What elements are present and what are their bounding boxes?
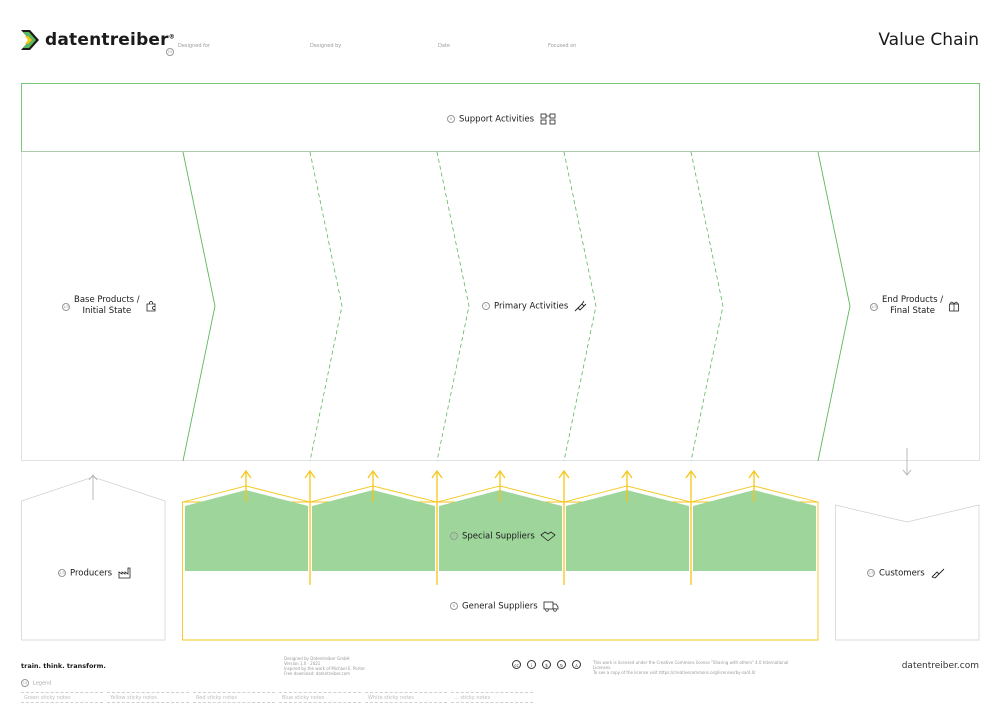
producers-box — [21, 476, 166, 641]
special-suppliers-area — [182, 485, 819, 572]
general-suppliers-label[interactable]: 8 General Suppliers — [450, 600, 559, 612]
cc-icon: cc — [512, 660, 521, 669]
chevron-dashed-4 — [690, 151, 724, 462]
customers-label[interactable]: 1/5 Customers — [867, 567, 946, 579]
support-activities-label[interactable]: 6 Support Activities — [447, 113, 556, 125]
designed-for-field[interactable]: Designed for — [178, 43, 210, 49]
customers-number: 1/5 — [867, 569, 875, 577]
chevron-right-solid — [817, 151, 851, 462]
legend-heading: 15 Legend — [21, 679, 51, 687]
supplier-arrows — [240, 469, 760, 585]
customers-arrow-head — [902, 469, 912, 476]
attribution-icon: i — [527, 660, 536, 669]
support-activities-number: 6 — [447, 115, 455, 123]
credit-line-1: Designed by Datentreiber GmbH — [284, 656, 350, 661]
share-alike-icon: ↻ — [557, 660, 566, 669]
sticky-red[interactable]: Red sticky notes — [193, 692, 275, 703]
sticky-green[interactable]: Green sticky notes — [21, 692, 103, 703]
producers-label[interactable]: 2/5 Producers — [58, 567, 132, 579]
end-products-label[interactable]: 1/5 End Products /Final State — [870, 295, 960, 317]
producers-number: 2/5 — [58, 569, 66, 577]
sticky-white[interactable]: White sticky notes — [365, 692, 447, 703]
puzzle-icon — [146, 300, 156, 311]
end-products-line2: Final State — [890, 306, 935, 316]
end-products-number: 1/5 — [870, 303, 878, 311]
primary-area-frame — [21, 151, 980, 461]
base-products-line1: Base Products / — [74, 295, 140, 305]
sticky-notes-legend: Green sticky notes Yellow sticky notes R… — [21, 692, 533, 703]
focused-on-field[interactable]: Focused on — [548, 43, 577, 49]
support-activities-text: Support Activities — [459, 114, 535, 125]
chevron-dashed-2 — [436, 151, 470, 462]
credit-line-2: Version 1.0 · 2021 — [284, 661, 321, 666]
chevron-dashed-3 — [563, 151, 597, 462]
base-products-line2: Initial State — [82, 306, 132, 316]
license-line-1: This work is licensed under the Creative… — [593, 660, 789, 670]
sticky-other[interactable]: ... sticky notes — [451, 692, 533, 703]
customers-box — [835, 504, 980, 641]
end-products-line1: End Products / — [882, 295, 944, 305]
logo-arrow-icon — [21, 30, 39, 50]
producers-arrow-head — [88, 474, 98, 481]
primary-activities-number: 5 — [482, 302, 490, 310]
org-chart-icon — [540, 113, 556, 125]
sticky-blue[interactable]: Blue sticky notes — [279, 692, 361, 703]
special-suppliers-text: Special Suppliers — [462, 531, 535, 542]
license-line-2[interactable]: To see a copy of the license visit https… — [593, 670, 756, 675]
handshake-icon — [540, 531, 557, 541]
legend-label: Legend — [33, 680, 52, 687]
plug-icon — [574, 300, 587, 312]
credit-line-4[interactable]: Free download: datentreiber.com — [284, 671, 351, 676]
designed-by-field[interactable]: Designed by — [310, 43, 342, 49]
factory-icon — [118, 567, 131, 579]
datentreiber-logo — [21, 30, 43, 54]
primary-activities-label[interactable]: 5 Primary Activities — [482, 300, 587, 312]
page-title: Value Chain — [878, 30, 979, 50]
gift-icon — [949, 301, 960, 311]
website-link[interactable]: datentreiber.com — [901, 661, 979, 671]
special-suppliers-number: 7 — [450, 532, 458, 540]
handshake-hands-icon — [932, 568, 945, 579]
customers-text: Customers — [879, 568, 925, 579]
general-suppliers-number: 8 — [450, 602, 458, 610]
brand-registered: ® — [168, 33, 175, 41]
chevron-dashed-1 — [309, 151, 343, 462]
tagline: train. think. transform. — [21, 662, 106, 670]
legend-number: 15 — [21, 679, 29, 687]
base-products-label[interactable]: 1/5 Base Products /Initial State — [62, 295, 157, 317]
general-suppliers-text: General Suppliers — [462, 601, 538, 612]
date-field[interactable]: Date — [438, 43, 450, 49]
brand-name: datentreiber — [45, 30, 169, 50]
noncommercial-icon: $ — [542, 660, 551, 669]
base-products-number: 1/5 — [62, 303, 70, 311]
truck-icon — [543, 601, 559, 612]
designed-for-number: 15 — [166, 47, 174, 56]
primary-activities-text: Primary Activities — [494, 301, 569, 312]
chevron-left-solid — [182, 151, 216, 462]
person-icon: ♙ — [572, 660, 581, 669]
sticky-yellow[interactable]: Yellow sticky notes — [107, 692, 189, 703]
cc-license-icons: cc i $ ↻ ♙ — [512, 660, 581, 669]
license-text: This work is licensed under the Creative… — [593, 660, 793, 675]
credits: Designed by Datentreiber GmbH Version 1.… — [284, 656, 365, 676]
special-suppliers-label[interactable]: 7 Special Suppliers — [450, 530, 557, 542]
producers-text: Producers — [70, 568, 113, 579]
credit-line-3: Inspired by the work of Michael E. Porte… — [284, 666, 366, 671]
